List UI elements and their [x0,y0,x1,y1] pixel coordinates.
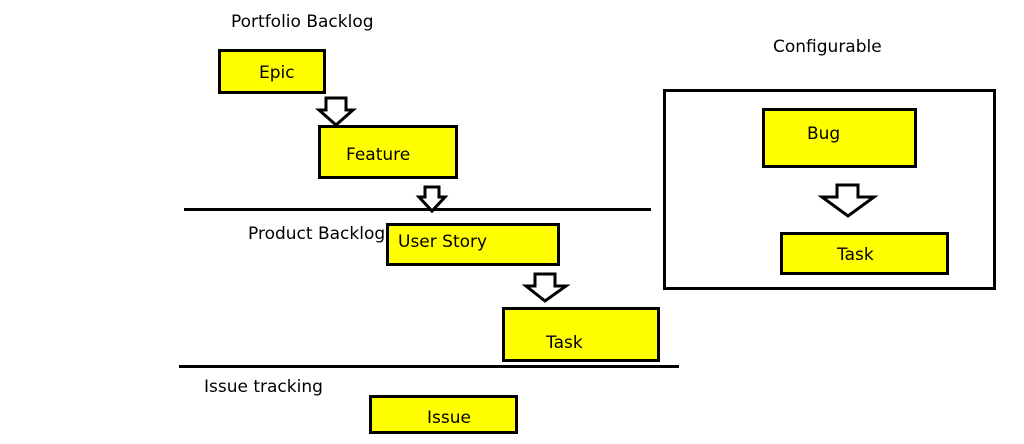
issue-tracking-label: Issue tracking [204,377,323,397]
feature-box: Feature [318,125,458,179]
down-arrow-icon [521,272,571,303]
bug-box: Bug [762,108,917,168]
task-box: Task [502,307,660,362]
issue-label: Issue [427,408,471,428]
product-issue-divider [179,365,679,368]
configurable-label: Configurable [773,37,882,57]
task-label: Task [546,333,583,353]
epic-label: Epic [259,63,295,83]
config-task-label: Task [837,245,874,265]
portfolio-product-divider [184,208,651,211]
issue-box: Issue [369,395,518,434]
user-story-box: User Story [386,223,560,266]
product-backlog-label: Product Backlog [248,224,386,244]
down-arrow-icon [315,96,357,128]
portfolio-backlog-label: Portfolio Backlog [231,12,374,32]
epic-box: Epic [218,49,326,94]
feature-label: Feature [346,145,411,165]
configurable-container [663,89,996,290]
down-arrow-icon [817,183,879,218]
user-story-label: User Story [398,232,488,252]
config-task-box: Task [780,232,949,275]
bug-label: Bug [807,124,841,144]
down-arrow-icon [415,185,449,214]
